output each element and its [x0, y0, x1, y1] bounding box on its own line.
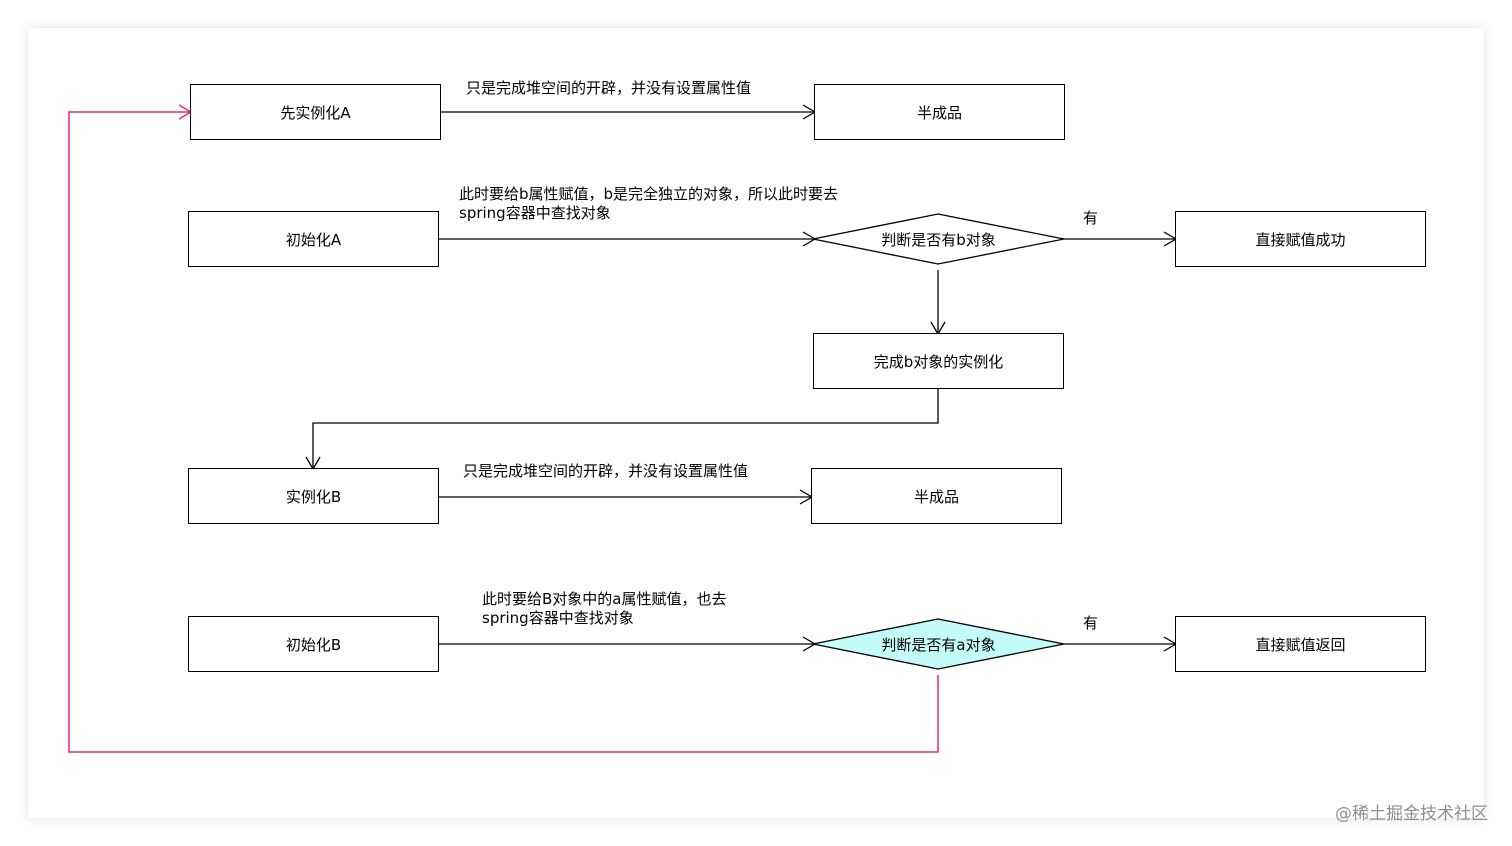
label-yes-1: 有 — [1083, 209, 1099, 227]
node-init-a: 初始化A — [188, 211, 439, 267]
label-assign-a-line1: 此时要给B对象中的a属性赋值，也去 — [482, 590, 727, 608]
node-check-b: 判断是否有b对象 — [881, 230, 996, 249]
edge-check-a-loop-to-instantiate-a — [68, 111, 939, 753]
label-yes-2: 有 — [1083, 614, 1099, 632]
label-assign-b-line1: 此时要给b属性赋值，b是完全独立的对象，所以此时要去 — [459, 185, 839, 203]
node-assign-return: 直接赋值返回 — [1175, 616, 1426, 672]
diagram-canvas: 先实例化A 半成品 只是完成堆空间的开辟，并没有设置属性值 初始化A 此时要给b… — [28, 28, 1484, 818]
node-assign-success: 直接赋值成功 — [1175, 211, 1426, 267]
node-half-product-2: 半成品 — [811, 468, 1062, 524]
node-instantiate-a: 先实例化A — [190, 84, 441, 140]
node-init-b: 初始化B — [188, 616, 439, 672]
edge-complete-b-to-instantiate-b — [312, 388, 939, 468]
label-assign-a-line2: spring容器中查找对象 — [482, 609, 634, 627]
node-instantiate-b: 实例化B — [188, 468, 439, 524]
label-assign-b-line2: spring容器中查找对象 — [459, 204, 611, 222]
diagram-edges — [68, 104, 1178, 753]
node-complete-b: 完成b对象的实例化 — [813, 333, 1064, 389]
decision-check-b-shape — [812, 213, 1065, 265]
decision-check-a-shape — [812, 618, 1065, 670]
node-half-product-1: 半成品 — [814, 84, 1065, 140]
node-check-a: 判断是否有a对象 — [881, 635, 996, 654]
label-alloc-2: 只是完成堆空间的开辟，并没有设置属性值 — [463, 462, 749, 480]
watermark: @稀土掘金技术社区 — [1335, 804, 1488, 824]
label-alloc-1: 只是完成堆空间的开辟，并没有设置属性值 — [466, 79, 752, 97]
